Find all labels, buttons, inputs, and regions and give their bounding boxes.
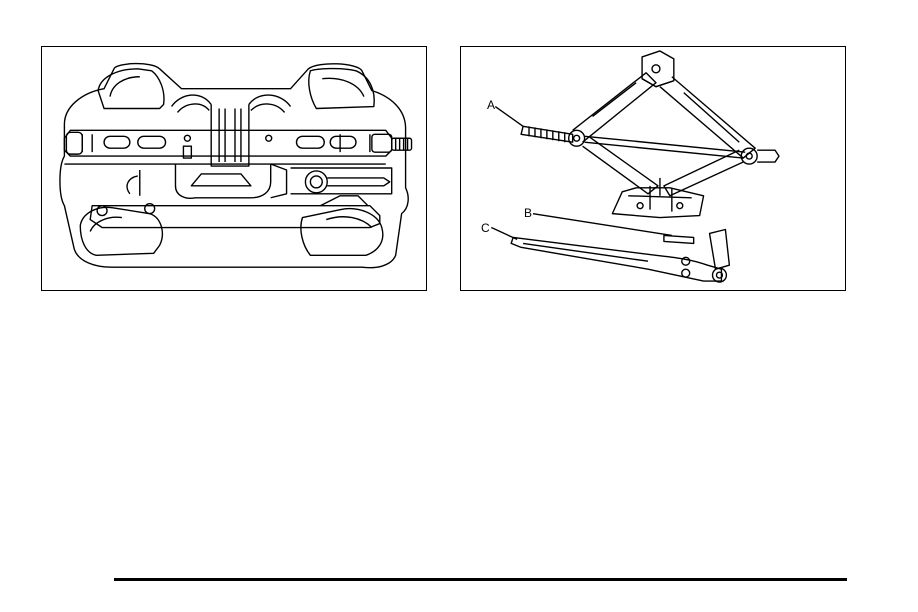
callout-a: A (487, 99, 495, 111)
jack-storage-figure (41, 46, 427, 291)
jack-storage-tray-icon (42, 47, 426, 290)
scissor-jack-figure: A B C (460, 46, 846, 291)
footer-rule (114, 578, 847, 581)
callout-c: C (481, 222, 490, 234)
scissor-jack-and-tools-icon (461, 47, 845, 290)
callout-b: B (524, 207, 532, 219)
